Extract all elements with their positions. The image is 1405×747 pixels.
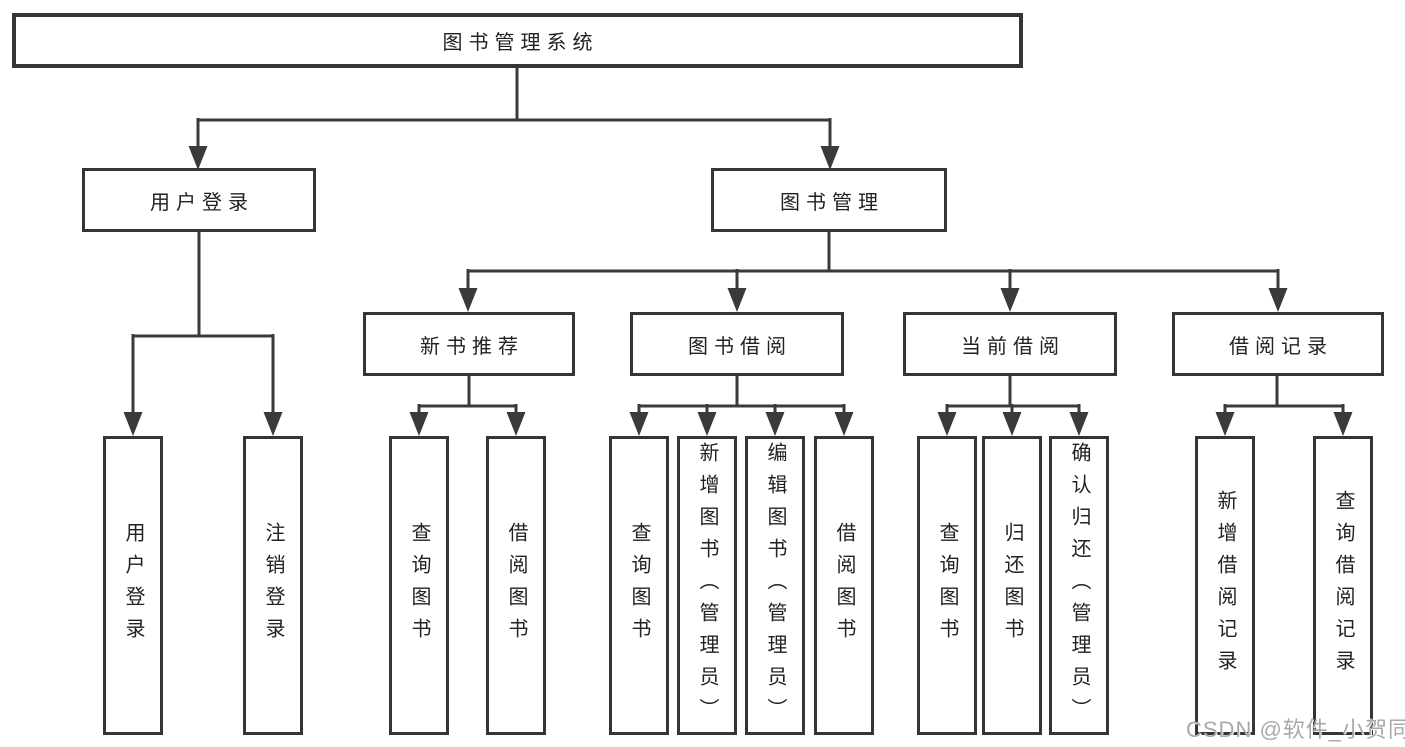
leaf-add-books-admin: 新增图书（管理员） [677, 436, 737, 735]
leaf-user-login: 用户登录 [103, 436, 163, 735]
node-user-login-branch: 用户登录 [82, 168, 316, 232]
leaf-add-borrow-record: 新增借阅记录 [1195, 436, 1255, 735]
leaf-recommend-borrow-books: 借阅图书 [486, 436, 546, 735]
leaf-borrowing-borrow-books: 借阅图书 [814, 436, 874, 735]
node-current-borrowing: 当前借阅 [903, 312, 1117, 376]
leaf-return-books: 归还图书 [982, 436, 1042, 735]
node-book-borrowing: 图书借阅 [630, 312, 844, 376]
leaf-current-query-books: 查询图书 [917, 436, 977, 735]
leaf-logout: 注销登录 [243, 436, 303, 735]
node-new-book-recommend: 新书推荐 [363, 312, 575, 376]
leaf-borrowing-query-books: 查询图书 [609, 436, 669, 735]
leaf-query-borrow-record: 查询借阅记录 [1313, 436, 1373, 735]
node-library-management-system: 图书管理系统 [12, 13, 1023, 68]
node-borrowing-records: 借阅记录 [1172, 312, 1384, 376]
csdn-watermark: CSDN @软件_小贺同学 [1186, 717, 1405, 742]
node-book-management-branch: 图书管理 [711, 168, 947, 232]
leaf-confirm-return-admin: 确认归还（管理员） [1049, 436, 1109, 735]
leaf-recommend-query-books: 查询图书 [389, 436, 449, 735]
leaf-edit-books-admin: 编辑图书（管理员） [745, 436, 805, 735]
